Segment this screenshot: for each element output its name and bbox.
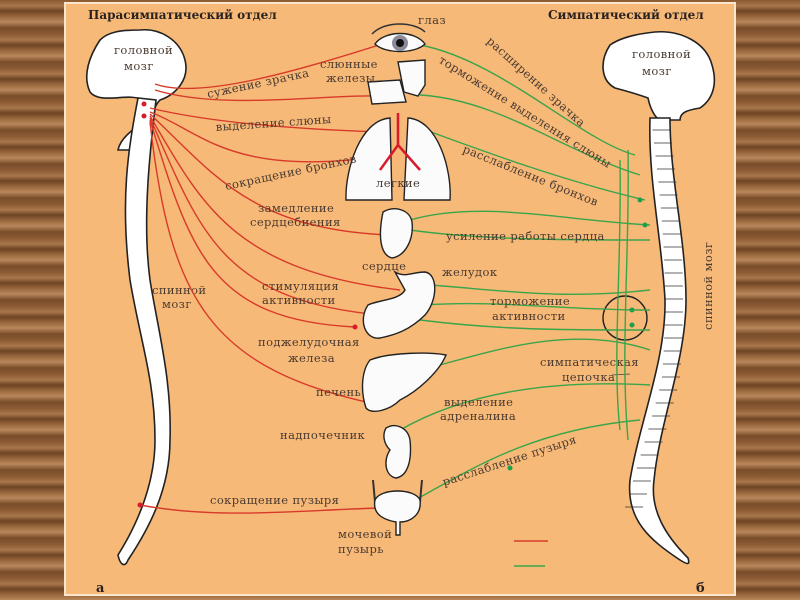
heart-label: сердце	[362, 259, 406, 273]
sympathetic-chain-label-2: цепочка	[562, 370, 615, 384]
bladder-label-2: пузырь	[338, 542, 384, 556]
left-brain-label-1: головной	[114, 43, 173, 57]
salivary-label-1: слюнные	[320, 57, 378, 71]
eye-label: глаз	[418, 13, 446, 27]
effect-heart-enhancement: усиление работы сердца	[446, 229, 605, 243]
pancreas-label-group: поджелудочная железа	[258, 335, 360, 365]
effect-heart-slowing-1: замедление	[258, 201, 334, 215]
left-spinal-cord-label-1: спинной	[152, 283, 207, 297]
stomach-label: желудок	[442, 265, 498, 279]
right-panel-letter: б	[696, 581, 705, 596]
effect-activity-inhibition-1: торможение	[490, 294, 570, 308]
effect-adrenaline-2: адреналина	[440, 409, 516, 423]
adrenal-label: надпочечник	[280, 428, 366, 442]
effect-saliva-secretion: выделение слюны	[215, 112, 332, 134]
effect-bladder-contraction: сокращение пузыря	[210, 493, 339, 507]
sympathetic-header: Симпатический отдел	[548, 8, 704, 22]
left-panel-letter: а	[96, 581, 105, 596]
liver-label: печень	[316, 385, 361, 399]
pancreas-label-1: поджелудочная	[258, 335, 360, 349]
salivary-glands: слюнные железы	[320, 57, 426, 105]
right-brain-label-1: головной	[632, 47, 691, 61]
lungs: легкие	[345, 113, 451, 201]
effect-pupil-constriction: сужение зрачка	[206, 66, 311, 101]
parasympathetic-header: Парасимпатический отдел	[88, 8, 277, 22]
bladder: мочевой пузырь	[338, 479, 423, 556]
right-spinal-cord-label: спинной мозг	[701, 242, 715, 330]
liver: печень	[316, 352, 447, 412]
eye: глаз	[371, 13, 446, 53]
effect-bronchi-contraction: сокращение бронхов	[224, 151, 358, 193]
left-spinal-cord-label-2: мозг	[162, 297, 192, 311]
chain-pointer	[611, 373, 631, 376]
effect-activity-stimulation-2: активности	[262, 293, 336, 307]
effect-activity-inhibition-2: активности	[492, 309, 566, 323]
lungs-label: легкие	[376, 176, 420, 190]
bladder-label-1: мочевой	[338, 527, 392, 541]
right-brain-label-2: мозг	[642, 64, 672, 78]
left-spinal-cord	[117, 97, 171, 566]
effect-adrenaline-1: выделение	[444, 395, 513, 409]
pancreas-label-2: железа	[288, 351, 335, 365]
right-brain: головной мозг	[602, 31, 716, 121]
left-brain-label-2: мозг	[124, 59, 154, 73]
stomach: желудок	[362, 265, 498, 339]
right-spinal-cord	[628, 117, 690, 565]
parasympathetic-nerves	[137, 43, 401, 514]
spinal-segments	[625, 129, 683, 508]
effect-heart-slowing-2: сердцебиения	[250, 215, 341, 229]
effect-activity-stimulation-1: стимуляция	[262, 279, 339, 293]
salivary-label-2: железы	[326, 71, 375, 85]
heart: сердце	[362, 208, 413, 273]
sympathetic-nerves	[399, 44, 651, 501]
left-brain: головной мозг	[85, 29, 187, 151]
sympathetic-chain-label-1: симпатическая	[540, 355, 639, 369]
effect-bladder-relaxation: расслабление пузыря	[441, 432, 579, 489]
adrenal-kidney: надпочечник	[280, 424, 412, 479]
